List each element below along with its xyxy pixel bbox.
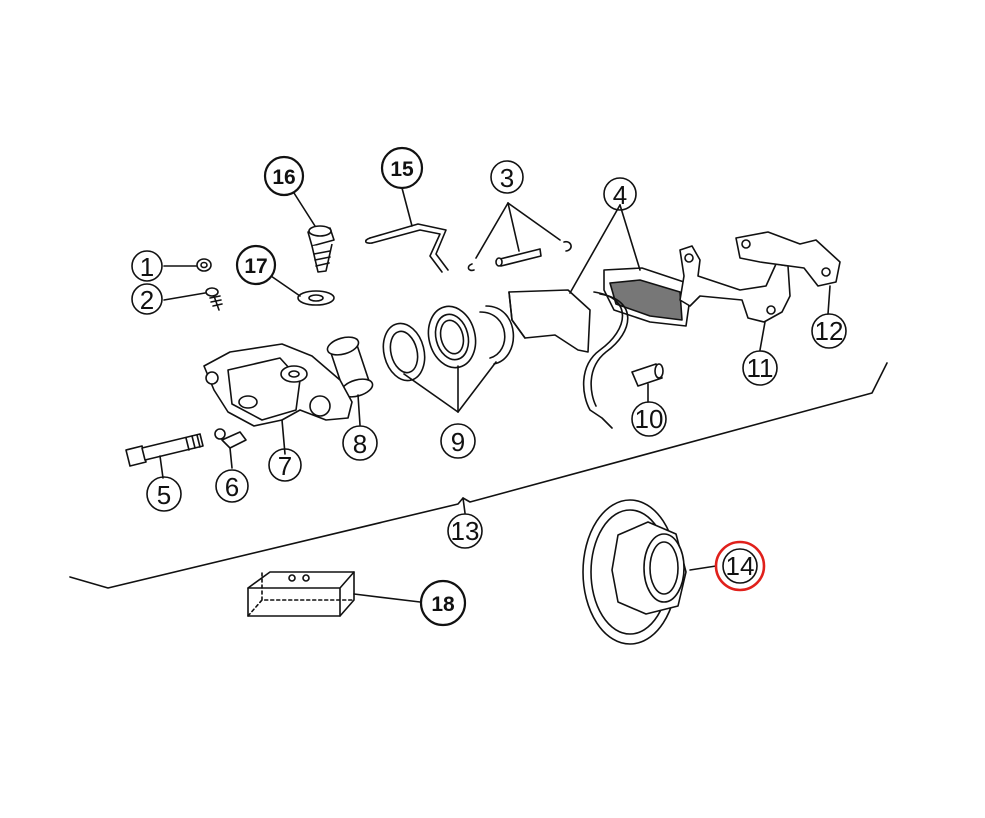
part-10-sleeve bbox=[631, 363, 664, 403]
callout-10-label: 10 bbox=[635, 404, 664, 434]
callout-2-label: 2 bbox=[140, 285, 154, 315]
callout-5-label: 5 bbox=[157, 480, 171, 510]
callout-15-label: 15 bbox=[390, 158, 414, 181]
callout-3: 3 bbox=[490, 160, 524, 194]
callout-18-label: 18 bbox=[431, 593, 455, 616]
callout-15: 15 bbox=[380, 146, 424, 190]
callout-7-label: 7 bbox=[278, 451, 292, 481]
part-4-brake-pads bbox=[508, 204, 691, 429]
callout-18: 18 bbox=[419, 579, 467, 627]
part-17-washer bbox=[270, 275, 335, 306]
callout-12-label: 12 bbox=[815, 316, 844, 346]
callout-3-label: 3 bbox=[500, 163, 514, 193]
part-1-nut bbox=[163, 258, 212, 272]
callout-14-label: 14 bbox=[726, 551, 755, 581]
part-7-caliper-housing bbox=[203, 343, 353, 455]
part-15-spring-clip bbox=[364, 187, 449, 273]
callout-10: 10 bbox=[631, 401, 667, 437]
part-14-brake-disc bbox=[582, 499, 717, 645]
callout-1-label: 1 bbox=[140, 252, 154, 282]
part-9-seals bbox=[382, 305, 515, 413]
callout-9-label: 9 bbox=[451, 427, 465, 457]
callout-14: 14 bbox=[714, 540, 766, 592]
part-16-bolt bbox=[293, 192, 335, 273]
part-12-carrier-bracket bbox=[735, 231, 841, 315]
callout-4: 4 bbox=[603, 177, 637, 211]
callout-17: 17 bbox=[235, 244, 277, 286]
callout-11-label: 11 bbox=[747, 353, 774, 383]
callout-7: 7 bbox=[268, 448, 302, 482]
part-11-carrier-bracket bbox=[679, 245, 791, 351]
callout-11: 11 bbox=[742, 350, 778, 386]
callout-6-label: 6 bbox=[225, 472, 239, 502]
callout-12: 12 bbox=[811, 313, 847, 349]
callout-6: 6 bbox=[215, 469, 249, 503]
part-18-kit-box bbox=[247, 571, 421, 617]
part-3-pins bbox=[467, 202, 572, 272]
part-6-tab-washer bbox=[214, 428, 247, 469]
callout-4-label: 4 bbox=[613, 180, 627, 210]
callout-13-label: 13 bbox=[451, 516, 480, 546]
part-5-long-bolt bbox=[125, 433, 204, 479]
callout-9: 9 bbox=[440, 423, 476, 459]
callout-16: 16 bbox=[263, 155, 305, 197]
part-2-screw bbox=[163, 287, 223, 311]
callout-8: 8 bbox=[342, 425, 378, 461]
assembly-divider-line bbox=[69, 362, 888, 589]
callout-5: 5 bbox=[146, 476, 182, 512]
callout-17-label: 17 bbox=[244, 255, 267, 278]
callout-2: 2 bbox=[131, 283, 163, 315]
callout-16-label: 16 bbox=[272, 166, 295, 189]
callout-1: 1 bbox=[131, 250, 163, 282]
callout-8-label: 8 bbox=[353, 429, 367, 459]
callout-13: 13 bbox=[447, 513, 483, 549]
